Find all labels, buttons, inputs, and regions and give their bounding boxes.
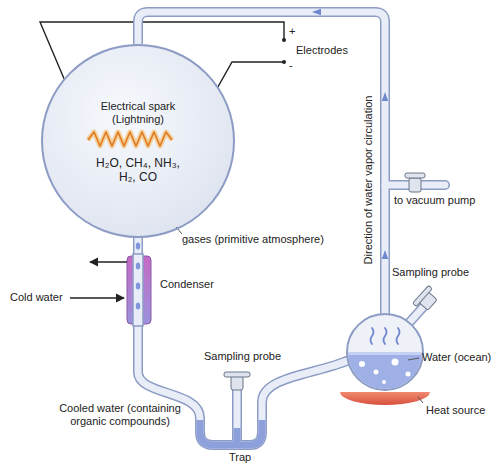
part-label: Water (ocean) (422, 351, 491, 364)
ocean-flask (340, 314, 430, 405)
polarity-sign: + (289, 25, 295, 38)
polarity-sign: - (289, 59, 293, 72)
part-label: Sampling probe (204, 350, 281, 363)
part-label: to vacuum pump (394, 194, 475, 207)
part-label: gases (primitive atmosphere) (182, 233, 324, 246)
part-label: Cold water (10, 291, 63, 304)
spark-glow (88, 132, 172, 146)
spark-label: Electrical spark (Lightning) (82, 100, 194, 126)
spark-zigzag (88, 132, 172, 146)
part-label: Cooled water (containing organic compoun… (50, 402, 190, 428)
reaction-flask: Electrical spark (Lightning) H₂O, CH₄, NH… (41, 44, 235, 238)
flask-outline (41, 44, 235, 238)
direction-label: Direction of water vapor circulation (362, 96, 375, 265)
part-label: Sampling probe (392, 266, 469, 279)
gas-formula: H₂O, CH₄, NH₃, H₂, CO (88, 156, 188, 184)
part-label: Heat source (426, 404, 485, 417)
heat-source (340, 392, 430, 405)
part-label: Condenser (160, 278, 214, 291)
reaction-flask-glass (42, 44, 234, 236)
part-label: Trap (229, 451, 251, 464)
condenser-jacket (70, 243, 151, 327)
part-label: Electrodes (296, 44, 348, 57)
